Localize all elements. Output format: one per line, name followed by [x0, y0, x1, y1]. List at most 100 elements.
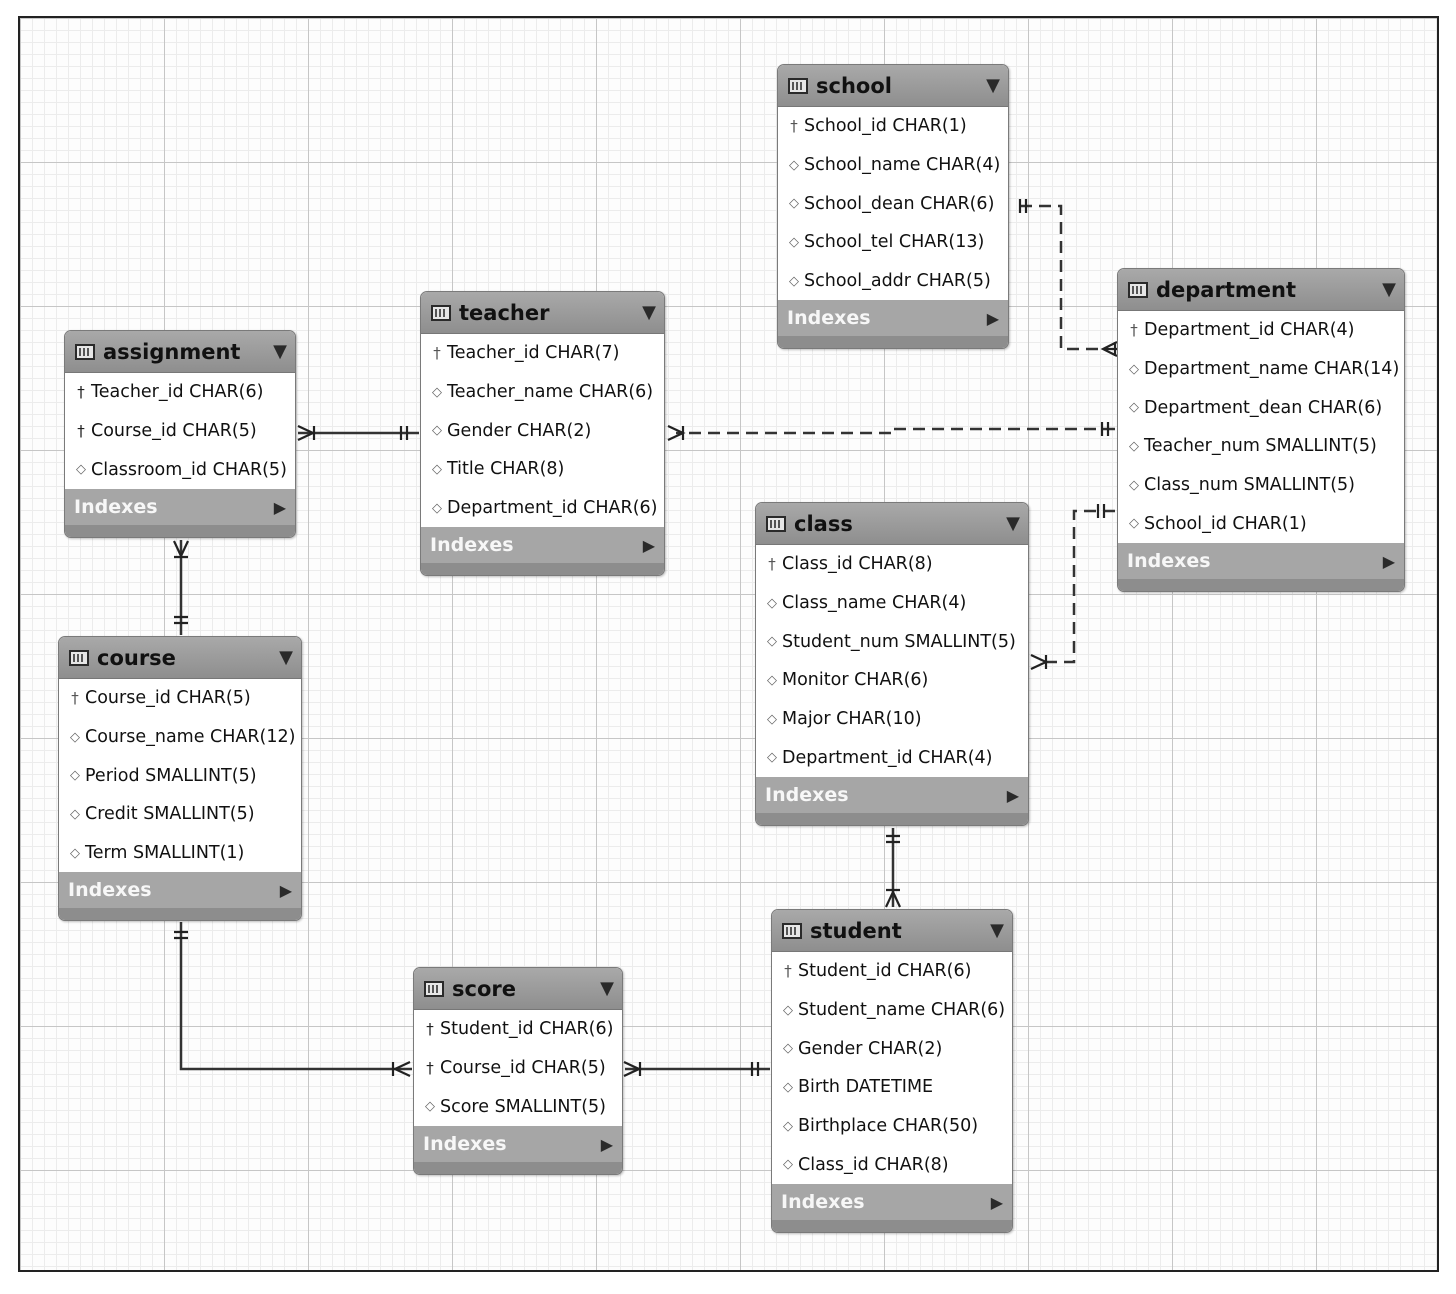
column-row[interactable]: ◇ Department_name CHAR(14): [1118, 350, 1404, 389]
table-header[interactable]: student ▼: [772, 910, 1012, 952]
column-diamond-icon: ◇: [783, 1079, 793, 1095]
table-bottom-bar: [59, 908, 301, 921]
column-row[interactable]: †School_id CHAR(1): [778, 107, 1008, 146]
table-header[interactable]: teacher▼: [421, 292, 664, 334]
column-row[interactable]: ◇Course_name CHAR(12): [59, 718, 301, 757]
table-bottom-bar: [1118, 579, 1404, 592]
indexes-section[interactable]: Indexes▶: [59, 872, 301, 909]
table-header[interactable]: course ▼: [59, 637, 301, 679]
collapse-triangle-icon[interactable]: ▼: [1006, 513, 1020, 534]
indexes-label: Indexes: [765, 784, 849, 807]
table-header[interactable]: score▼: [414, 968, 622, 1010]
table-school[interactable]: school▼†School_id CHAR(1)◇School_name CH…: [777, 64, 1009, 350]
column-row[interactable]: ◇School_id CHAR(1): [1118, 504, 1404, 543]
collapse-triangle-icon[interactable]: ▼: [990, 920, 1004, 941]
column-row[interactable]: †Student_id CHAR(6): [772, 952, 1012, 991]
table-bottom-bar: [421, 563, 664, 576]
expand-triangle-icon[interactable]: ▶: [279, 880, 292, 900]
column-text: Department_id CHAR(4): [782, 747, 993, 768]
column-row[interactable]: ◇Teacher_num SMALLINT(5): [1118, 427, 1404, 466]
collapse-triangle-icon[interactable]: ▼: [279, 647, 293, 668]
table-icon: [782, 922, 802, 939]
indexes-section[interactable]: Indexes▶: [65, 489, 295, 526]
column-text: Department_name CHAR(14): [1144, 359, 1400, 380]
column-row[interactable]: ◇Birthplace CHAR(50): [772, 1107, 1012, 1146]
collapse-triangle-icon[interactable]: ▼: [600, 978, 614, 999]
column-row[interactable]: ◇Class_num SMALLINT(5): [1118, 466, 1404, 505]
column-row[interactable]: ◇Department_id CHAR(6): [421, 489, 664, 528]
table-assignment[interactable]: assignment▼†Teacher_id CHAR(6)†Course_id…: [64, 330, 296, 539]
column-text: Student_id CHAR(6): [798, 961, 972, 982]
column-text: Student_name CHAR(6): [798, 1000, 1006, 1021]
column-row[interactable]: ◇Period SMALLINT(5): [59, 756, 301, 795]
table-header[interactable]: department▼: [1118, 269, 1404, 311]
indexes-section[interactable]: Indexes▶: [1118, 543, 1404, 580]
column-row[interactable]: ◇Gender CHAR(2): [772, 1029, 1012, 1068]
column-row[interactable]: ◇Classroom_id CHAR(5): [65, 450, 295, 489]
column-row[interactable]: ◇Student_name CHAR(6): [772, 991, 1012, 1030]
collapse-triangle-icon[interactable]: ▼: [642, 302, 656, 323]
table-score[interactable]: score▼†Student_id CHAR(6)†Course_id CHAR…: [413, 967, 623, 1176]
expand-triangle-icon[interactable]: ▶: [600, 1134, 613, 1154]
table-department[interactable]: department▼†Department_id CHAR(4)◇Depart…: [1117, 268, 1405, 593]
table-bottom-bar: [65, 525, 295, 538]
table-header[interactable]: class▼: [756, 503, 1028, 545]
expand-triangle-icon[interactable]: ▶: [986, 308, 999, 328]
column-row[interactable]: ◇Class_name CHAR(4): [756, 584, 1028, 623]
table-teacher[interactable]: teacher▼†Teacher_id CHAR(7)◇Teacher_name…: [420, 291, 665, 577]
column-row[interactable]: ◇ Title CHAR(8): [421, 450, 664, 489]
column-diamond-icon: ◇: [1129, 516, 1139, 532]
column-row[interactable]: ◇School_dean CHAR(6): [778, 184, 1008, 223]
column-row[interactable]: ◇School_tel CHAR(13): [778, 223, 1008, 262]
column-row[interactable]: †Teacher_id CHAR(6): [65, 373, 295, 412]
column-row[interactable]: ◇Term SMALLINT(1): [59, 834, 301, 873]
column-text: Title CHAR(8): [447, 459, 565, 480]
column-row[interactable]: †Department_id CHAR(4): [1118, 311, 1404, 350]
column-row[interactable]: ◇Class_id CHAR(8): [772, 1145, 1012, 1184]
column-row[interactable]: ◇Credit SMALLINT(5): [59, 795, 301, 834]
column-row[interactable]: ◇School_addr CHAR(5): [778, 262, 1008, 301]
table-class[interactable]: class▼†Class_id CHAR(8)◇Class_name CHAR(…: [755, 502, 1029, 827]
column-row[interactable]: ◇Monitor CHAR(6): [756, 661, 1028, 700]
column-row[interactable]: ◇Score SMALLINT(5): [414, 1087, 622, 1126]
column-row[interactable]: †Course_id CHAR(5): [65, 412, 295, 451]
table-name: student: [810, 918, 902, 943]
collapse-triangle-icon[interactable]: ▼: [273, 341, 287, 362]
column-row[interactable]: †Teacher_id CHAR(7): [421, 334, 664, 373]
column-row[interactable]: ◇Gender CHAR(2): [421, 411, 664, 450]
column-text: Department_id CHAR(4): [1144, 320, 1355, 341]
indexes-section[interactable]: Indexes▶: [414, 1126, 622, 1163]
collapse-triangle-icon[interactable]: ▼: [1382, 279, 1396, 300]
expand-triangle-icon[interactable]: ▶: [1006, 785, 1019, 805]
table-name: course: [97, 645, 176, 670]
column-row[interactable]: ◇Major CHAR(10): [756, 700, 1028, 739]
column-diamond-icon: ◇: [70, 845, 80, 861]
indexes-section[interactable]: Indexes▶: [421, 527, 664, 564]
column-row[interactable]: †Course_id CHAR(5): [59, 679, 301, 718]
expand-triangle-icon[interactable]: ▶: [990, 1192, 1003, 1212]
column-diamond-icon: ◇: [432, 461, 442, 477]
column-row[interactable]: †Student_id CHAR(6): [414, 1010, 622, 1049]
column-row[interactable]: ◇Teacher_name CHAR(6): [421, 373, 664, 412]
column-diamond-icon: ◇: [1129, 438, 1139, 454]
table-student[interactable]: student▼†Student_id CHAR(6)◇Student_name…: [771, 909, 1013, 1234]
indexes-section[interactable]: Indexes ▶: [756, 777, 1028, 814]
expand-triangle-icon[interactable]: ▶: [273, 497, 286, 517]
column-row[interactable]: †Class_id CHAR(8): [756, 545, 1028, 584]
indexes-section[interactable]: Indexes▶: [778, 300, 1008, 337]
column-row[interactable]: ◇Student_num SMALLINT(5): [756, 622, 1028, 661]
collapse-triangle-icon[interactable]: ▼: [986, 75, 1000, 96]
column-row[interactable]: ◇Department_dean CHAR(6): [1118, 388, 1404, 427]
column-row[interactable]: †Course_id CHAR(5): [414, 1049, 622, 1088]
column-diamond-icon: ◇: [1129, 361, 1139, 377]
table-header[interactable]: assignment▼: [65, 331, 295, 373]
table-header[interactable]: school▼: [778, 65, 1008, 107]
column-row[interactable]: ◇School_name CHAR(4): [778, 146, 1008, 185]
table-course[interactable]: course ▼ †Course_id CHAR(5)◇Course_name CH…: [58, 636, 302, 922]
table-icon: [766, 515, 786, 532]
column-row[interactable]: ◇Birth DATETIME: [772, 1068, 1012, 1107]
indexes-section[interactable]: Indexes▶: [772, 1184, 1012, 1221]
column-row[interactable]: ◇Department_id CHAR(4): [756, 738, 1028, 777]
expand-triangle-icon[interactable]: ▶: [642, 535, 655, 555]
expand-triangle-icon[interactable]: ▶: [1382, 551, 1395, 571]
